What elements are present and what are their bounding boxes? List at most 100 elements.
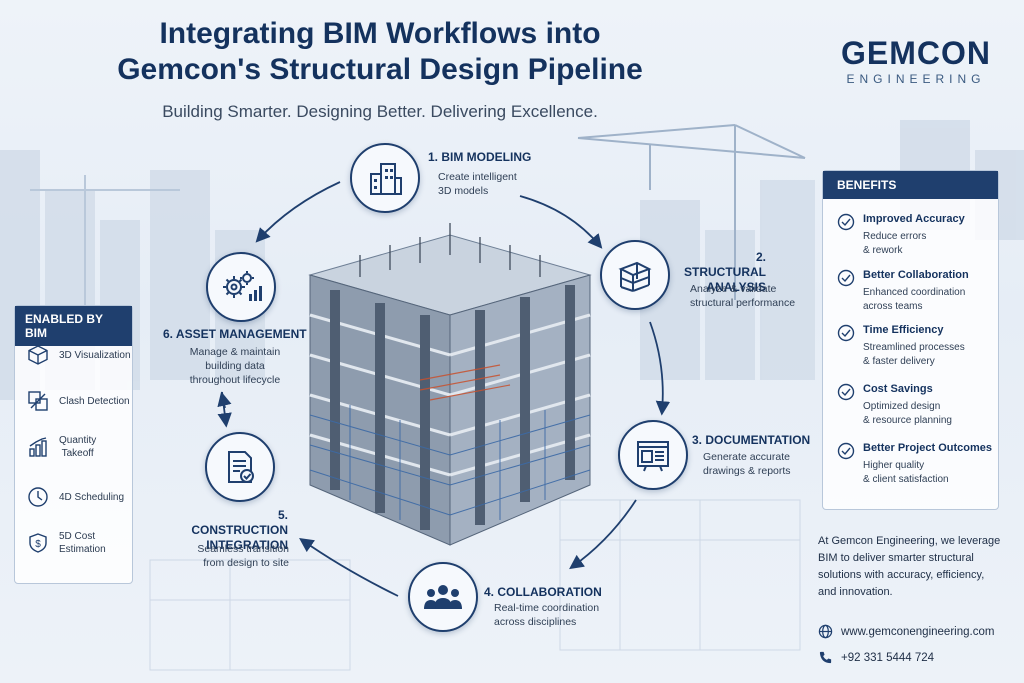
building-icon	[370, 163, 402, 195]
step-1-desc-line-1: Create intelligent	[438, 171, 517, 183]
benefit-desc-line-2: & client satisfaction	[863, 474, 949, 485]
step-2-title-line-1: 2. STRUCTURAL	[684, 250, 766, 279]
benefit-title: Better Collaboration	[863, 269, 969, 281]
contact-phone[interactable]: +92 331 5444 724	[818, 650, 934, 665]
enabled-item-label-line-1: 4D Scheduling	[59, 491, 125, 503]
globe-icon	[818, 624, 833, 639]
benefit-desc-line-2: & rework	[863, 245, 903, 256]
step-1-desc-line-2: 3D models	[438, 185, 489, 197]
benefit-desc: Streamlined processes & faster delivery	[863, 341, 1003, 369]
step-5-desc-line-1: Seamless transition	[197, 543, 289, 555]
about-line-4: and innovation.	[818, 586, 893, 598]
step-3-desc-line-2: drawings & reports	[703, 465, 791, 477]
benefit-desc: Optimized design & resource planning	[863, 400, 1003, 428]
enabled-item-label: 3D Visualization	[59, 349, 131, 362]
step-3-title: 3. DOCUMENTATION	[692, 433, 811, 447]
benefit-title: Time Efficiency	[863, 324, 944, 336]
benefit-desc-line-1: Streamlined processes	[863, 342, 965, 353]
page-title: Integrating BIM Workflows into Gemcon's …	[60, 16, 700, 88]
step-5-title: 5. CONSTRUCTION INTEGRATION	[180, 508, 288, 553]
about-line-1: At Gemcon Engineering, we leverage	[818, 535, 1001, 547]
benefit-desc: Reduce errors & rework	[863, 230, 1003, 258]
enabled-by-bim-heading: ENABLED BY BIM	[15, 306, 132, 346]
gears-chart-icon	[223, 271, 262, 301]
benefits-panel: BENEFITS Improved Accuracy Reduce errors…	[822, 170, 999, 510]
step-6-desc-line-1: Manage & maintain	[189, 346, 281, 358]
enabled-item-label-line-1: Clash Detection	[59, 395, 130, 407]
benefit-desc: Higher quality & client satisfaction	[863, 459, 1003, 487]
step-2-desc: Analyze & validate structural performanc…	[690, 282, 795, 310]
benefit-item: Better Collaboration Enhanced coordinati…	[837, 269, 997, 312]
benefit-title: Improved Accuracy	[863, 213, 965, 225]
step-4-desc: Real-time coordination across discipline…	[494, 601, 599, 629]
enabled-item-label: Clash Detection	[59, 395, 130, 408]
step-2-desc-line-1: Analyze & validate	[690, 283, 777, 295]
check-circle-icon	[837, 213, 855, 231]
step-2-circle	[600, 240, 670, 310]
enabled-item-label-line-1: 5D Cost	[59, 531, 96, 542]
benefit-desc-line-2: & faster delivery	[863, 356, 935, 367]
step-6-desc: Manage & maintain building data througho…	[180, 345, 290, 387]
title-line-1: Integrating BIM Workflows into	[159, 17, 601, 50]
benefit-desc-line-1: Reduce errors	[863, 231, 927, 242]
benefit-title: Cost Savings	[863, 383, 933, 395]
step-5-title-line-1: 5. CONSTRUCTION	[191, 508, 288, 537]
step-4-desc-line-1: Real-time coordination	[494, 602, 600, 614]
benefit-desc-line-1: Higher quality	[863, 460, 925, 471]
check-circle-icon	[837, 324, 855, 342]
clock-icon	[28, 487, 48, 507]
about-line-3: solutions with accuracy, efficiency,	[818, 569, 985, 581]
gemcon-logo: GEMCON ENGINEERING	[826, 36, 1006, 86]
step-3-desc-line-1: Generate accurate	[703, 451, 790, 463]
step-3-desc: Generate accurate drawings & reports	[703, 450, 791, 478]
dollar-shield-icon: $	[29, 533, 47, 553]
phone-number[interactable]: +92 331 5444 724	[841, 651, 935, 664]
clash-icon	[28, 391, 48, 411]
blueprint-icon	[637, 441, 669, 472]
contact-website[interactable]: www.gemconengineering.com	[818, 624, 994, 639]
step-6-circle	[206, 252, 276, 322]
step-3-circle	[618, 420, 688, 490]
benefit-title: Better Project Outcomes	[863, 442, 992, 454]
benefit-desc-line-2: across teams	[863, 301, 923, 312]
step-2-title-line-2: ANALYSIS	[706, 280, 766, 294]
benefit-desc-line-1: Optimized design	[863, 401, 941, 412]
benefit-desc-line-2: & resource planning	[863, 415, 952, 426]
title-line-2: Gemcon's Structural Design Pipeline	[117, 53, 643, 86]
enabled-item-label-line-2: Estimation	[59, 544, 106, 555]
step-5-circle	[205, 432, 275, 502]
enabled-by-bim-panel: ENABLED BY BIM 3D Visualization Clash De…	[14, 305, 133, 584]
enabled-item-label-line-1: Quantity	[59, 435, 97, 446]
step-4-title: 4. COLLABORATION	[484, 585, 602, 599]
svg-text:$: $	[35, 539, 41, 550]
benefit-item: Improved Accuracy Reduce errors & rework	[837, 213, 997, 256]
page-subtitle: Building Smarter. Designing Better. Deli…	[162, 102, 598, 121]
benefit-item: Better Project Outcomes Higher quality & …	[837, 442, 997, 485]
enabled-item-clash-detection: Clash Detection	[27, 390, 130, 412]
logo-main-text: GEMCON	[841, 35, 991, 71]
team-icon	[424, 585, 462, 609]
about-line-2: BIM to deliver smarter structural	[818, 552, 974, 564]
building-structure-illustration	[308, 223, 592, 546]
step-5-desc: Seamless transition from design to site	[185, 542, 289, 570]
enabled-item-label-line-2: Takeoff	[61, 448, 94, 459]
about-text: At Gemcon Engineering, we leverage BIM t…	[818, 533, 1014, 601]
step-2-title: 2. STRUCTURAL ANALYSIS	[678, 250, 766, 295]
enabled-item-label-line-1: 3D Visualization	[59, 349, 131, 361]
step-6-desc-line-3: throughout lifecycle	[189, 374, 281, 386]
enabled-item-4d-scheduling: 4D Scheduling	[27, 486, 124, 508]
website-link[interactable]: www.gemconengineering.com	[841, 625, 995, 638]
step-4-desc-line-2: across disciplines	[494, 616, 577, 628]
benefit-item: Cost Savings Optimized design & resource …	[837, 383, 997, 426]
step-1-desc: Create intelligent 3D models	[438, 170, 517, 198]
logo-sub-text: ENGINEERING	[846, 72, 986, 86]
frame-structure-icon	[618, 261, 652, 292]
step-4-circle	[408, 562, 478, 632]
enabled-item-label: 4D Scheduling	[59, 491, 124, 504]
